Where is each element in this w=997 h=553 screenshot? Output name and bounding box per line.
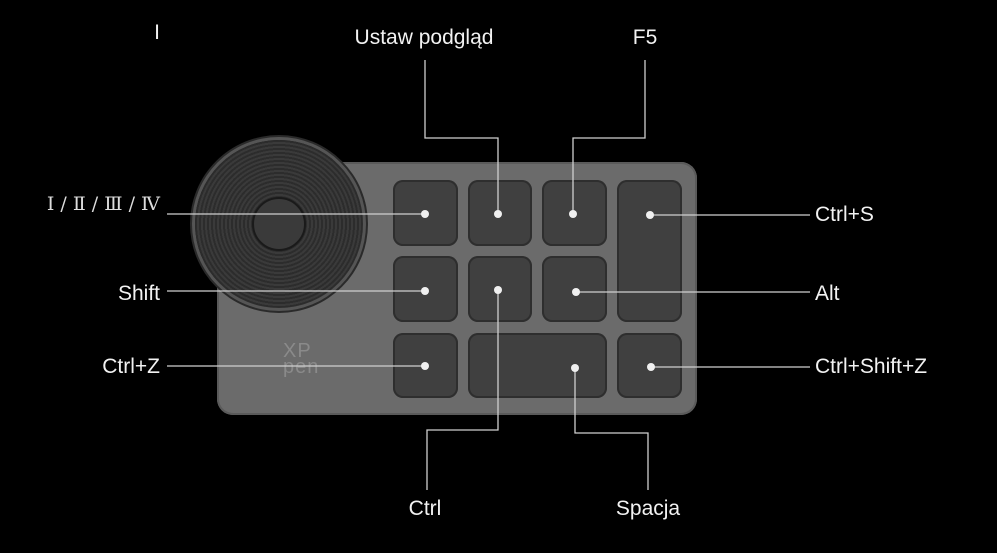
key-4-tall[interactable] — [617, 180, 682, 322]
dot — [569, 210, 577, 218]
dot — [647, 363, 655, 371]
leader-ctrl — [426, 290, 499, 490]
dot — [421, 287, 429, 295]
label-ustaw-podglad: Ustaw podgląd — [354, 26, 494, 49]
label-ctrl-s: Ctrl+S — [815, 203, 874, 226]
label-ctrl: Ctrl — [408, 497, 442, 520]
leader-ustaw — [424, 60, 499, 214]
leader-f5 — [572, 60, 646, 214]
dial-wheel[interactable] — [195, 140, 363, 308]
dot — [646, 211, 654, 219]
dot — [572, 288, 580, 296]
label-dial-modes: Ⅰ / Ⅱ / Ⅲ / Ⅳ — [46, 193, 160, 215]
label-ctrl-z: Ctrl+Z — [102, 355, 160, 378]
key-9-wide[interactable] — [468, 333, 607, 398]
label-alt: Alt — [815, 282, 840, 305]
logo-text-pen: pen — [283, 356, 320, 378]
dot — [421, 210, 429, 218]
label-f5: F5 — [632, 26, 658, 49]
label-spacja: Spacja — [615, 497, 681, 520]
label-shift: Shift — [117, 282, 160, 305]
leader-spacja — [574, 368, 649, 490]
dot — [494, 286, 502, 294]
label-top-left: I — [154, 21, 160, 44]
label-ctrl-shift-z: Ctrl+Shift+Z — [815, 355, 928, 378]
dot — [494, 210, 502, 218]
dot — [571, 364, 579, 372]
dial-center-button[interactable] — [252, 197, 306, 251]
dot — [421, 362, 429, 370]
logo-text-xp: XP — [283, 340, 312, 362]
